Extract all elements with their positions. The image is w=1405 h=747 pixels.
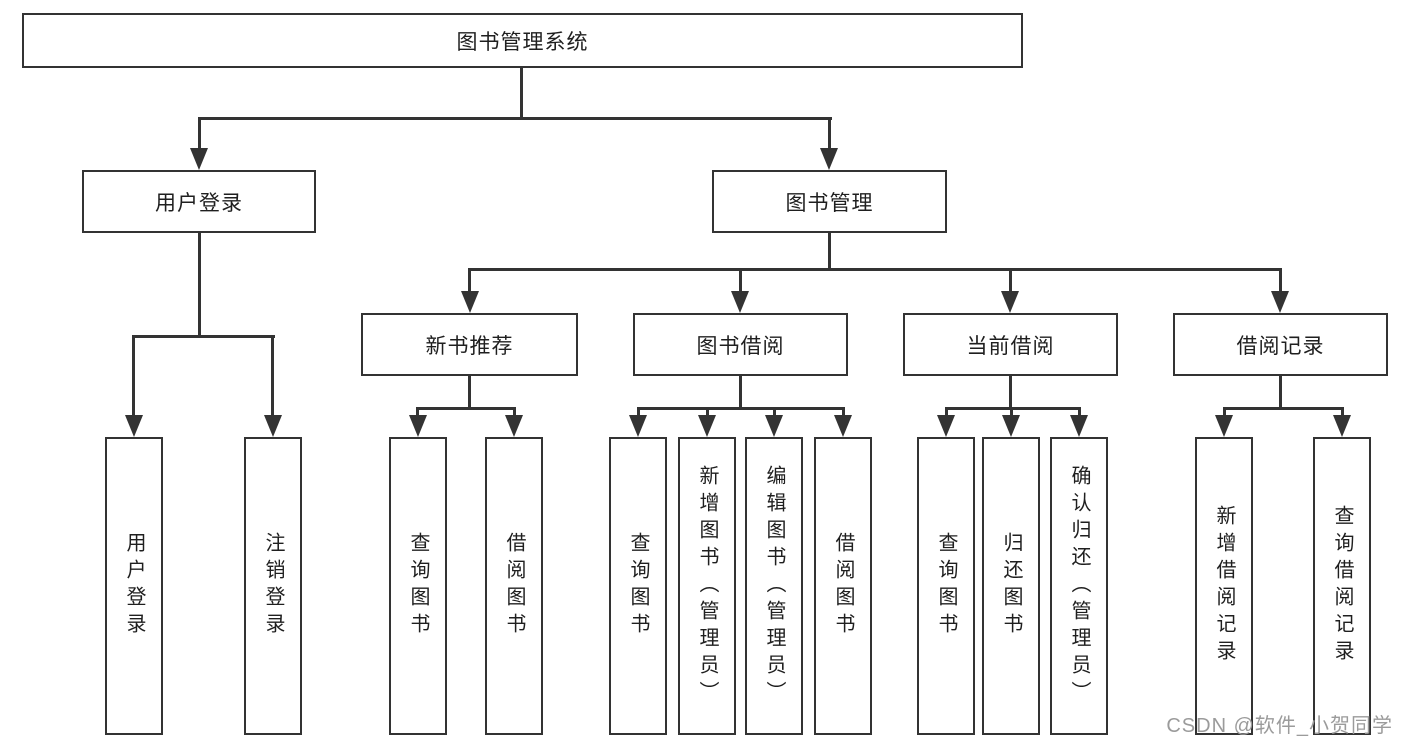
node-leaf-add-book-admin-label: 新增图书（管理员）: [696, 464, 718, 708]
arrowhead-down: [834, 415, 852, 437]
node-leaf-logout: 注销登录: [244, 437, 302, 735]
node-book-borrow: 图书借阅: [633, 313, 848, 376]
node-leaf-return-book: 归还图书: [982, 437, 1040, 735]
arrowhead-down: [409, 415, 427, 437]
node-leaf-confirm-return-admin: 确认归还（管理员）: [1050, 437, 1108, 735]
connector: [271, 335, 274, 418]
arrowhead-down: [190, 148, 208, 170]
connector: [773, 407, 776, 418]
node-new-book-recommend: 新书推荐: [361, 313, 578, 376]
arrowhead-down: [1333, 415, 1351, 437]
connector: [842, 407, 845, 418]
node-leaf-edit-book-admin: 编辑图书（管理员）: [745, 437, 803, 735]
arrowhead-down: [1215, 415, 1233, 437]
connector: [469, 268, 1282, 271]
connector: [828, 233, 831, 271]
connector: [468, 376, 471, 410]
node-leaf-query-borrow-record-label: 查询借阅记录: [1331, 505, 1353, 667]
connector: [513, 407, 516, 418]
node-leaf-user-login: 用户登录: [105, 437, 163, 735]
node-user-login-label: 用户登录: [155, 191, 243, 215]
connector: [828, 117, 831, 151]
node-leaf-edit-book-admin-label: 编辑图书（管理员）: [763, 464, 785, 708]
connector: [945, 407, 948, 418]
arrowhead-down: [505, 415, 523, 437]
arrowhead-down: [1002, 415, 1020, 437]
connector: [417, 407, 516, 410]
node-root: 图书管理系统: [22, 13, 1023, 68]
connector: [1279, 268, 1282, 296]
connector: [945, 407, 1081, 410]
connector: [198, 117, 201, 151]
arrowhead-down: [820, 148, 838, 170]
arrowhead-down: [125, 415, 143, 437]
connector: [706, 407, 709, 418]
connector: [637, 407, 640, 418]
connector: [739, 376, 742, 410]
node-current-borrow-label: 当前借阅: [966, 334, 1055, 358]
node-book-management-label: 图书管理: [785, 191, 874, 215]
node-book-borrow-label: 图书借阅: [696, 334, 785, 358]
node-leaf-borrow-book-recommend-label: 借阅图书: [503, 532, 525, 640]
arrowhead-down: [1271, 291, 1289, 313]
connector: [1223, 407, 1226, 418]
arrowhead-down: [937, 415, 955, 437]
arrowhead-down: [1001, 291, 1019, 313]
arrowhead-down: [765, 415, 783, 437]
node-leaf-add-book-admin: 新增图书（管理员）: [678, 437, 736, 735]
node-leaf-query-book-recommend-label: 查询图书: [407, 532, 429, 640]
connector: [198, 233, 201, 338]
node-borrow-records: 借阅记录: [1173, 313, 1388, 376]
node-user-login: 用户登录: [82, 170, 316, 233]
connector: [1010, 407, 1013, 418]
arrowhead-down: [1070, 415, 1088, 437]
node-leaf-return-book-label: 归还图书: [1000, 532, 1022, 640]
arrowhead-down: [461, 291, 479, 313]
node-book-management: 图书管理: [712, 170, 947, 233]
connector: [1009, 268, 1012, 296]
connector: [1279, 376, 1282, 410]
connector: [416, 407, 419, 418]
connector: [1341, 407, 1344, 418]
node-leaf-query-book-borrow-label: 查询图书: [627, 532, 649, 640]
node-leaf-borrow-book-recommend: 借阅图书: [485, 437, 543, 735]
connector: [133, 335, 275, 338]
node-leaf-borrow-book-label: 借阅图书: [832, 532, 854, 640]
connector: [637, 407, 845, 410]
arrowhead-down: [698, 415, 716, 437]
arrowhead-down: [629, 415, 647, 437]
connector: [1009, 376, 1012, 410]
node-leaf-query-book-current: 查询图书: [917, 437, 975, 735]
node-leaf-query-book-borrow: 查询图书: [609, 437, 667, 735]
csdn-watermark: CSDN @软件_小贺同学: [1166, 715, 1393, 737]
node-leaf-query-book-current-label: 查询图书: [935, 532, 957, 640]
connector: [520, 68, 523, 120]
arrowhead-down: [264, 415, 282, 437]
node-new-book-recommend-label: 新书推荐: [425, 334, 514, 358]
node-borrow-records-label: 借阅记录: [1236, 334, 1325, 358]
node-leaf-borrow-book: 借阅图书: [814, 437, 872, 735]
node-leaf-logout-label: 注销登录: [262, 532, 284, 640]
arrowhead-down: [731, 291, 749, 313]
connector: [1078, 407, 1081, 418]
node-leaf-user-login-label: 用户登录: [123, 532, 145, 640]
node-leaf-query-borrow-record: 查询借阅记录: [1313, 437, 1371, 735]
node-current-borrow: 当前借阅: [903, 313, 1118, 376]
node-root-label: 图书管理系统: [456, 30, 589, 54]
connector: [132, 335, 135, 418]
node-leaf-confirm-return-admin-label: 确认归还（管理员）: [1068, 464, 1090, 708]
connector: [739, 268, 742, 296]
node-leaf-add-borrow-record-label: 新增借阅记录: [1213, 505, 1235, 667]
node-leaf-query-book-recommend: 查询图书: [389, 437, 447, 735]
connector: [1223, 407, 1343, 410]
connector: [468, 268, 471, 296]
connector: [198, 117, 832, 120]
node-leaf-add-borrow-record: 新增借阅记录: [1195, 437, 1253, 735]
